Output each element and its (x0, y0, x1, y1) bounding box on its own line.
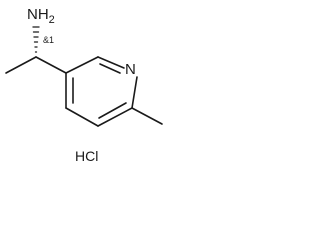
ring-double-bond-inner-1 (99, 63, 121, 74)
chemical-structure: NH2 &1 N HCl (5, 6, 163, 164)
salt-label: HCl (75, 148, 98, 164)
amine-label: NH2 (27, 6, 55, 26)
ring-nitrogen-label: N (125, 61, 136, 78)
methyl-bond-left (5, 56, 37, 74)
ring-bond-c2-n (97, 56, 125, 69)
chiral-carbon-ring-bond (35, 56, 67, 74)
methyl-bond-right (131, 107, 163, 125)
stereo-hash-bond (32, 26, 40, 53)
ring-bond-c3-c4 (97, 107, 133, 127)
ring-double-bond-inner-2 (98, 102, 127, 119)
ring-bond-c4-c5 (65, 107, 99, 127)
ring-bond-c1-c2 (65, 56, 99, 74)
ring-bond-n-c3 (131, 76, 138, 109)
stereo-label: &1 (43, 35, 54, 45)
